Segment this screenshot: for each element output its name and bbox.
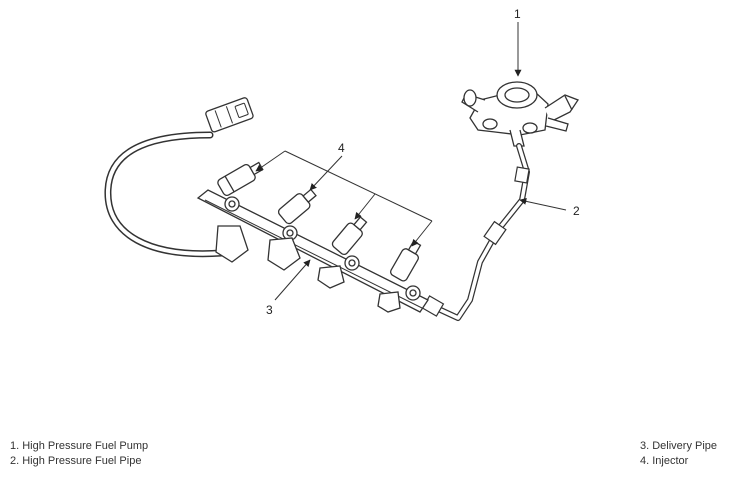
delivery-pipe (196, 189, 429, 313)
wiring-harness (104, 97, 254, 258)
legend-item-fuel-pump: 1. High Pressure Fuel Pump (10, 440, 149, 452)
callout-1: 1 (514, 7, 521, 21)
callout-2: 2 (573, 204, 580, 218)
injectors (217, 161, 422, 282)
high-pressure-fuel-pipe (421, 143, 530, 321)
legend-item-delivery-pipe: 3. Delivery Pipe (640, 440, 718, 452)
high-pressure-fuel-pump (461, 81, 579, 147)
legend-right: 3. Delivery Pipe 4. Injector (640, 439, 717, 469)
legend-item-injector: 4. Injector (640, 455, 689, 467)
fuel-system-diagram: 1 2 3 4 (104, 7, 580, 321)
legend-left: 1. High Pressure Fuel Pump 2. High Press… (10, 439, 148, 469)
callout-3: 3 (266, 303, 273, 317)
legend-item-fuel-pipe: 2. High Pressure Fuel Pipe (10, 455, 142, 467)
injector-bracket (255, 150, 433, 247)
callout-leaders (274, 22, 567, 301)
callout-4: 4 (338, 141, 345, 155)
